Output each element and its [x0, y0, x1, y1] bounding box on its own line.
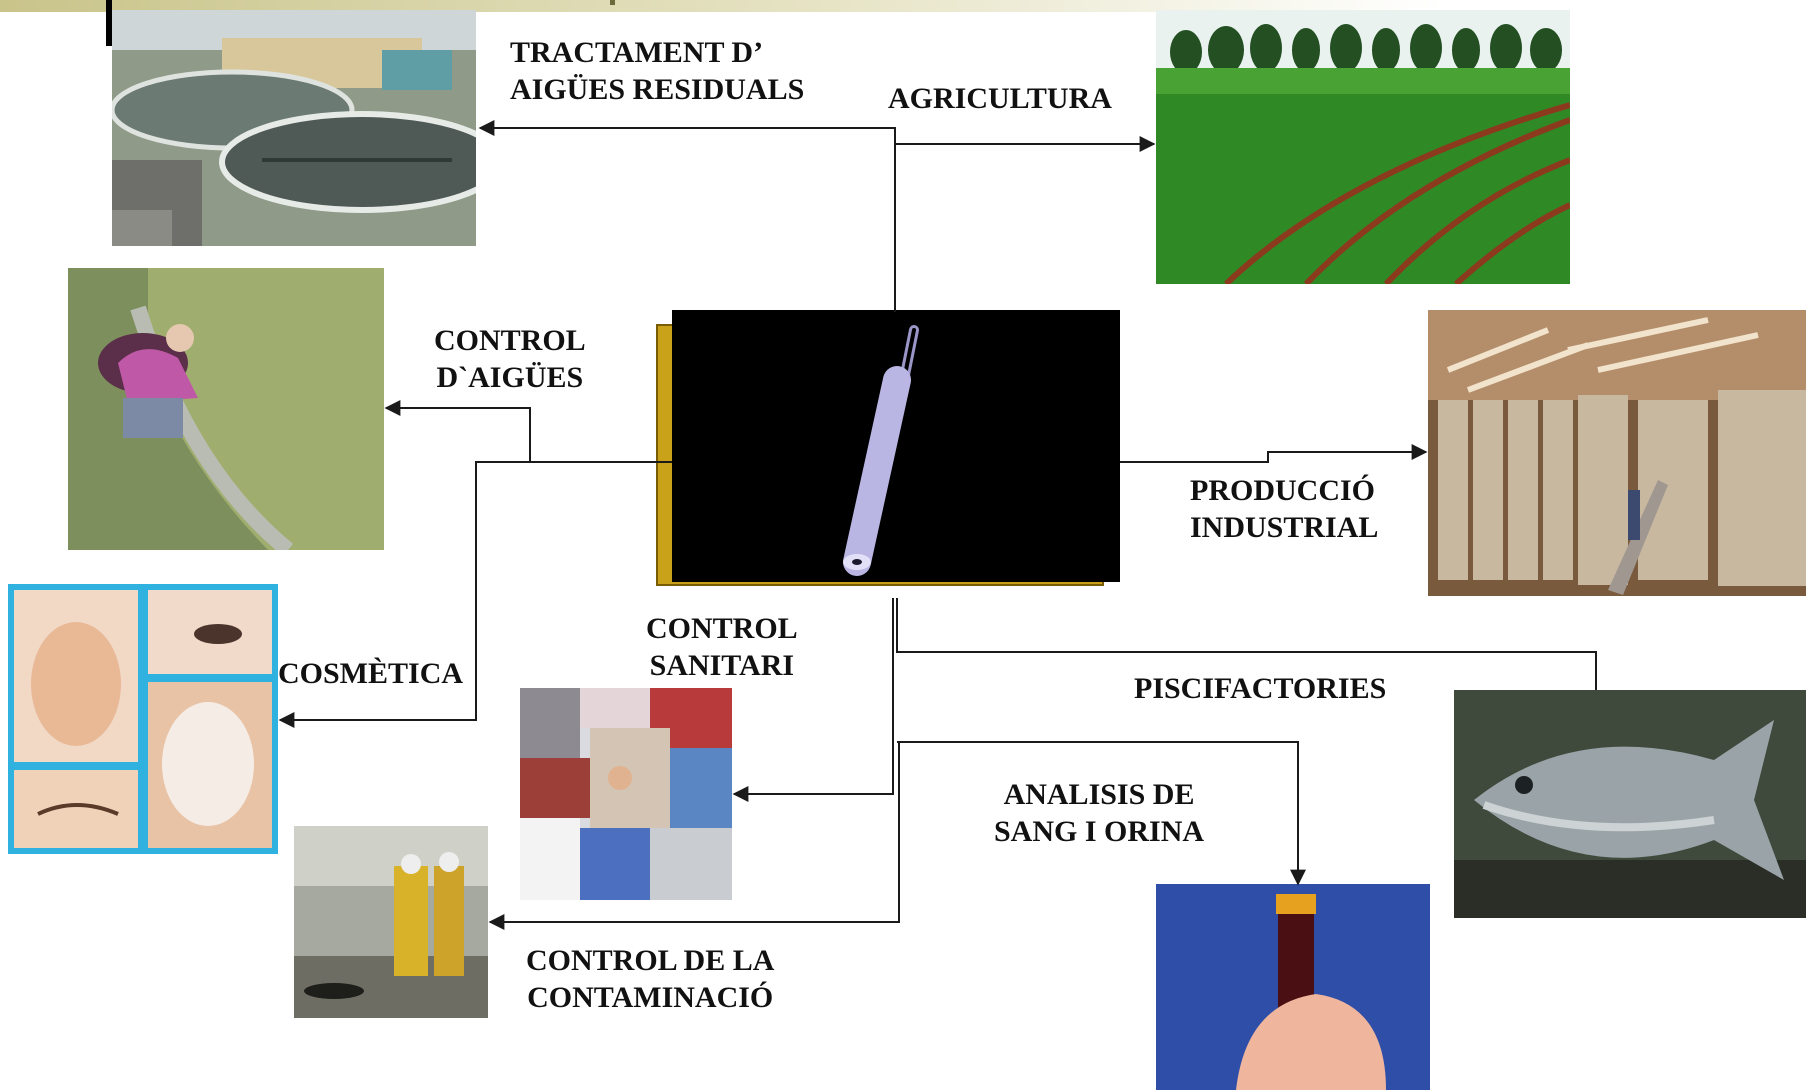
label-fish-farms: PISCIFACTORIES	[1134, 672, 1387, 705]
industrial-production-photo	[1428, 310, 1806, 596]
fish-farm-photo	[1454, 690, 1806, 918]
sanitary-control-collage	[520, 688, 732, 900]
agriculture-photo	[1156, 10, 1570, 284]
line-to-fish-farm	[896, 598, 1597, 690]
label-wastewater-treatment: TRACTAMENT D’ AIGÜES RESIDUALS	[510, 36, 805, 106]
electrode-sensor-image	[672, 310, 1120, 582]
label-cosmetics: COSMÈTICA	[278, 657, 464, 690]
label-water-control: CONTROL D`AIGÜES	[434, 324, 586, 394]
arrow-to-industrial	[1120, 444, 1428, 463]
arrow-to-sanitary	[732, 598, 894, 802]
label-agriculture: AGRICULTURA	[888, 82, 1112, 115]
label-pollution-control: CONTROL DE LA CONTAMINACIÓ	[526, 944, 775, 1014]
arrow-to-water-control	[384, 400, 672, 463]
wastewater-treatment-photo	[112, 10, 476, 246]
label-industrial-production: PRODUCCIÓ INDUSTRIAL	[1190, 474, 1379, 544]
title-bar-decoration	[0, 0, 1806, 12]
blood-analysis-photo	[1156, 884, 1430, 1090]
pollution-control-photo	[294, 826, 488, 1018]
arrow-to-blood-analysis	[897, 741, 1306, 886]
cosmetics-collage	[8, 584, 278, 854]
water-control-photo	[68, 268, 384, 550]
title-bar-mark	[106, 0, 112, 46]
arrow-to-wastewater	[478, 120, 896, 312]
label-sanitary-control: CONTROL SANITARI	[646, 612, 798, 682]
title-bar-mark-small	[610, 0, 615, 5]
arrow-to-pollution-control	[488, 742, 900, 930]
arrow-to-cosmetics	[278, 461, 672, 728]
label-blood-urine-analysis: ANALISIS DE SANG I ORINA	[994, 778, 1205, 848]
